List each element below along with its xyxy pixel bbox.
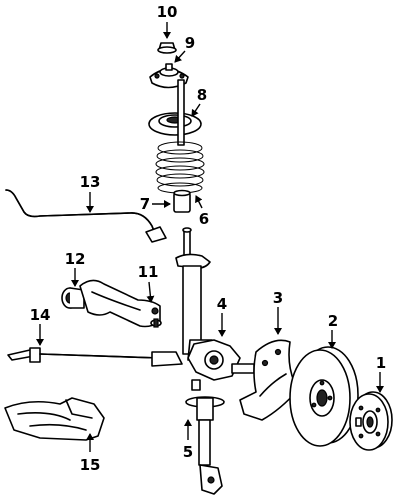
callout-9: 9 — [185, 34, 195, 52]
callout-14: 14 — [30, 306, 51, 324]
part-3-dust-shield — [239, 339, 299, 421]
part-12-bushing — [61, 287, 85, 309]
part-8-spring-seat — [148, 112, 202, 136]
strut-assembly — [175, 227, 215, 361]
part-9-strut-mount — [149, 63, 189, 89]
part-1-hub — [349, 391, 393, 451]
callout-4: 4 — [217, 295, 227, 313]
part-7-bump-stop — [173, 189, 191, 213]
part-11-control-arm — [79, 279, 162, 328]
part-13-stabilizer-bar — [5, 189, 167, 243]
callout-8: 8 — [197, 86, 207, 104]
callout-11: 11 — [138, 263, 159, 281]
part-2-brake-rotor — [289, 346, 359, 447]
coil-spring — [155, 141, 205, 194]
callout-10: 10 — [157, 3, 178, 21]
callout-6: 6 — [199, 210, 209, 228]
callout-3: 3 — [273, 289, 283, 307]
leader-lines — [36, 22, 384, 452]
callout-1: 1 — [376, 354, 386, 372]
callout-13: 13 — [80, 173, 101, 191]
callout-5: 5 — [183, 443, 193, 461]
part-15-splash-shield — [4, 397, 105, 441]
callout-labels: 10 9 8 7 6 13 12 11 14 4 3 2 1 5 15 — [30, 3, 387, 474]
part-10-cap — [157, 42, 177, 54]
part-4-steering-knuckle — [187, 339, 255, 391]
part-5-strut-housing — [185, 396, 225, 495]
callout-2: 2 — [328, 312, 338, 330]
part-14-tie-rod — [7, 347, 183, 367]
strut-shaft — [177, 79, 185, 146]
callout-7: 7 — [140, 195, 150, 213]
callout-12: 12 — [65, 250, 86, 268]
callout-15: 15 — [80, 456, 101, 474]
